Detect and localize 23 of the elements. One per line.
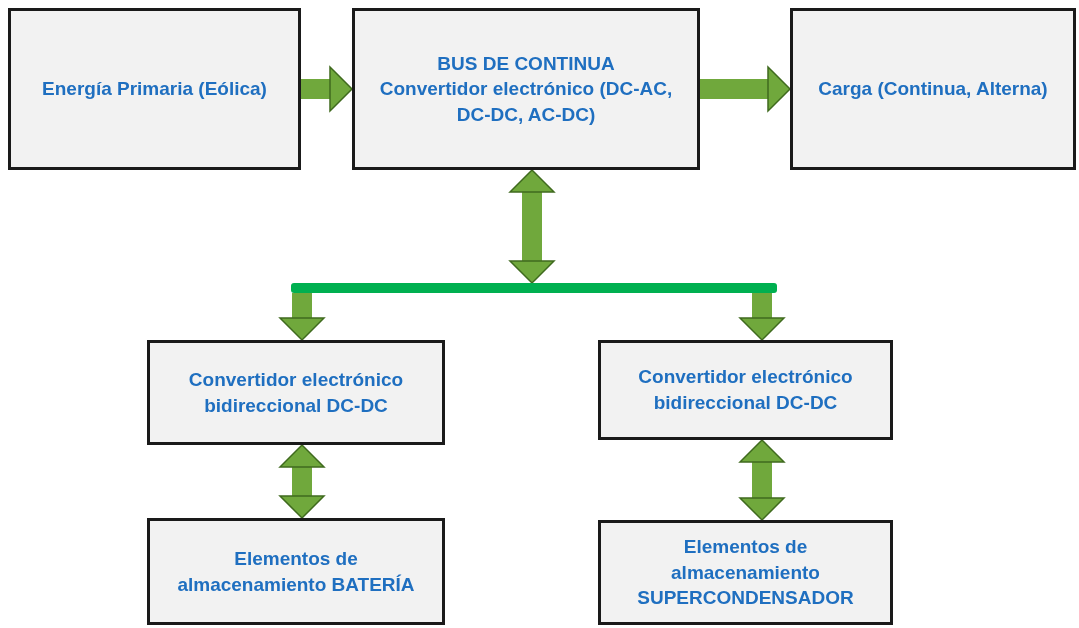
box-text: Convertidor electrónico (DC-AC, DC-DC, AC-DC)	[378, 77, 674, 127]
block-arrow	[279, 444, 325, 519]
block-arrow	[739, 439, 785, 521]
box-text: Convertidor electrónico bidireccional DC-DC	[187, 367, 405, 418]
process-box	[790, 8, 1076, 170]
process-box	[598, 520, 893, 625]
process-box	[147, 340, 445, 445]
process-box	[147, 518, 445, 625]
bus-bar	[291, 283, 777, 293]
box-heading: BUS DE CONTINUA	[437, 51, 615, 76]
box-text: Convertidor electrónico bidireccional DC-DC	[637, 365, 854, 415]
block-arrow	[739, 293, 785, 341]
block-arrow	[509, 169, 555, 284]
block-arrow	[301, 66, 353, 112]
box-text: Carga (Continua, Alterna)	[818, 77, 1048, 102]
process-box	[8, 8, 301, 170]
box-text: Elementos de almacenamiento BATERÍA	[176, 546, 416, 597]
box-text: Elementos de almacenamiento SUPERCONDENSADOR	[636, 535, 855, 611]
block-arrow	[279, 293, 325, 341]
process-box	[598, 340, 893, 440]
process-box	[352, 8, 700, 170]
block-arrow	[700, 66, 791, 112]
box-text: Energía Primaria (Eólica)	[42, 77, 267, 102]
